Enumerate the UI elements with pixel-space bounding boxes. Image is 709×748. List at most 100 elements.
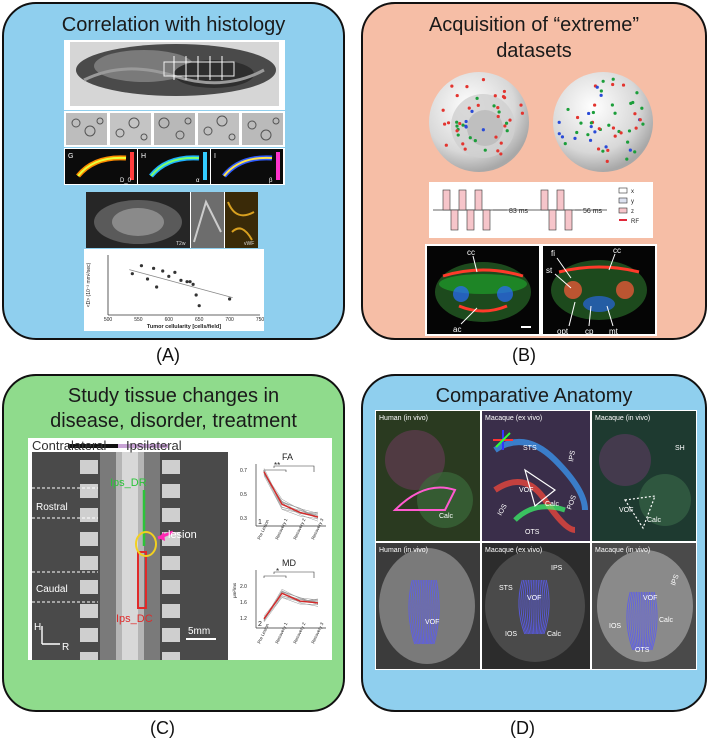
fiber-streamline: [537, 579, 540, 635]
scatter-point: [167, 274, 171, 278]
label-scale: 5mm: [188, 626, 210, 637]
sphere-dot: [465, 85, 469, 89]
tm-pos: POS: [566, 494, 578, 511]
vertebra: [162, 460, 180, 474]
sphere-dot: [520, 111, 525, 115]
brain1-label-ac: ac: [453, 325, 461, 334]
md-unit: μm²/ms: [232, 582, 237, 598]
scatter-point: [191, 282, 195, 286]
fiber-streamline: [650, 591, 656, 651]
fiber-streamline: [428, 579, 432, 645]
subject-line: [263, 472, 319, 519]
scatter-fit-line: [129, 269, 233, 299]
vertebra: [80, 484, 98, 498]
sphere-dot: [499, 152, 503, 156]
header-macaque-in-vivo: Macaque (in vivo): [595, 415, 650, 422]
sphere-dot: [613, 111, 617, 115]
sphere-dot: [450, 84, 454, 88]
scatter-point: [185, 280, 189, 284]
brain2-label-cc: cc: [613, 246, 621, 255]
fiber-streamline: [433, 579, 440, 645]
panel-c: Study tissue changes in disease, disorde…: [2, 374, 345, 712]
sphere-dot: [503, 124, 507, 128]
legend-rf: RF: [631, 219, 639, 225]
sphere-dot: [593, 103, 597, 107]
scatter-xtick: 600: [165, 317, 174, 323]
fiber-streamline: [427, 579, 430, 645]
sphere-dot: [455, 93, 459, 98]
sphere-dot: [607, 123, 611, 127]
scatter-point: [152, 266, 156, 270]
fiber-streamline: [414, 579, 420, 645]
tm-sts: STS: [523, 445, 537, 452]
tm-vof: VOF: [519, 487, 533, 494]
scatter-ylabel: <D> (10⁻³ mm²/sec): [86, 262, 92, 307]
md-ytick-1: 1.6: [240, 600, 247, 606]
bm-vof: VOF: [527, 595, 541, 602]
subject-line: [263, 471, 319, 520]
sphere-dot: [560, 135, 565, 139]
sphere-dot: [458, 121, 462, 126]
sphere-dot: [505, 129, 509, 133]
panel-d: Comparative Anatomy: [361, 374, 707, 712]
sphere-dot: [640, 106, 644, 110]
subject-line: [263, 597, 319, 623]
sphere-dot: [501, 95, 506, 99]
histology-tiles: [64, 111, 285, 147]
label-ips-dc: Ips_DC: [116, 613, 153, 625]
sphere-dot: [601, 149, 605, 153]
sphere-dot: [481, 78, 486, 82]
fiber-streamline: [632, 591, 638, 651]
vertebra: [162, 652, 180, 666]
label-caudal: Caudal: [36, 584, 68, 595]
scatter-xtick: 700: [225, 317, 234, 323]
sphere-dot: [470, 109, 474, 113]
sphere-dot: [597, 127, 601, 131]
sphere-dot: [588, 138, 593, 142]
fiber-streamline: [540, 579, 546, 635]
sphere-dot: [566, 107, 570, 112]
md-title: MD: [282, 558, 296, 568]
panel-c-title-line1: Study tissue changes in: [67, 385, 280, 407]
sphere-dot: [599, 89, 603, 93]
tm-calc: Calc: [545, 501, 560, 508]
fiber-streamline: [532, 579, 535, 635]
scatter-point: [145, 277, 150, 281]
fiber-streamline: [429, 579, 434, 645]
tm-ots: OTS: [525, 529, 540, 536]
fa-significance: **: [274, 461, 280, 470]
scatter-point: [155, 285, 159, 289]
subject-line: [263, 475, 319, 514]
fiber-streamline: [522, 579, 528, 635]
br-vof: VOF: [643, 595, 657, 602]
vertebra: [162, 508, 180, 522]
sphere-dot: [579, 121, 583, 125]
dti-brain-images: cc ac cc fi st opt cp mt: [425, 244, 657, 336]
fiber-streamline: [538, 579, 542, 635]
sphere-dot: [633, 112, 637, 116]
label-rostral: Rostral: [36, 502, 68, 513]
fiber-streamline: [646, 591, 650, 651]
fiber-streamline: [526, 579, 531, 635]
brain2-label-cp: cp: [585, 327, 594, 336]
panel-a: Correlation with histology: [2, 2, 345, 340]
sphere-dot: [563, 142, 567, 146]
fiber-streamline: [520, 579, 527, 635]
sphere-dot: [464, 125, 468, 129]
sphere-dot: [601, 79, 605, 83]
coronal-label-t2w: T2w: [176, 241, 186, 247]
fiber-streamline: [420, 579, 423, 645]
vertebra: [80, 460, 98, 474]
br-ips: IPS: [670, 573, 681, 586]
panel-d-label: (D): [510, 718, 535, 738]
tr-calc: Calc: [647, 517, 662, 524]
md-significance: *: [276, 567, 279, 576]
fiber-streamline: [638, 591, 641, 651]
header-human-in-vivo: Human (in vivo): [379, 415, 428, 422]
sphere-dot: [641, 122, 645, 126]
fiber-streamline: [651, 591, 658, 651]
brain2-label-fi: fi: [551, 249, 555, 258]
subject-line: [263, 472, 319, 518]
sphere-dot: [604, 145, 608, 149]
